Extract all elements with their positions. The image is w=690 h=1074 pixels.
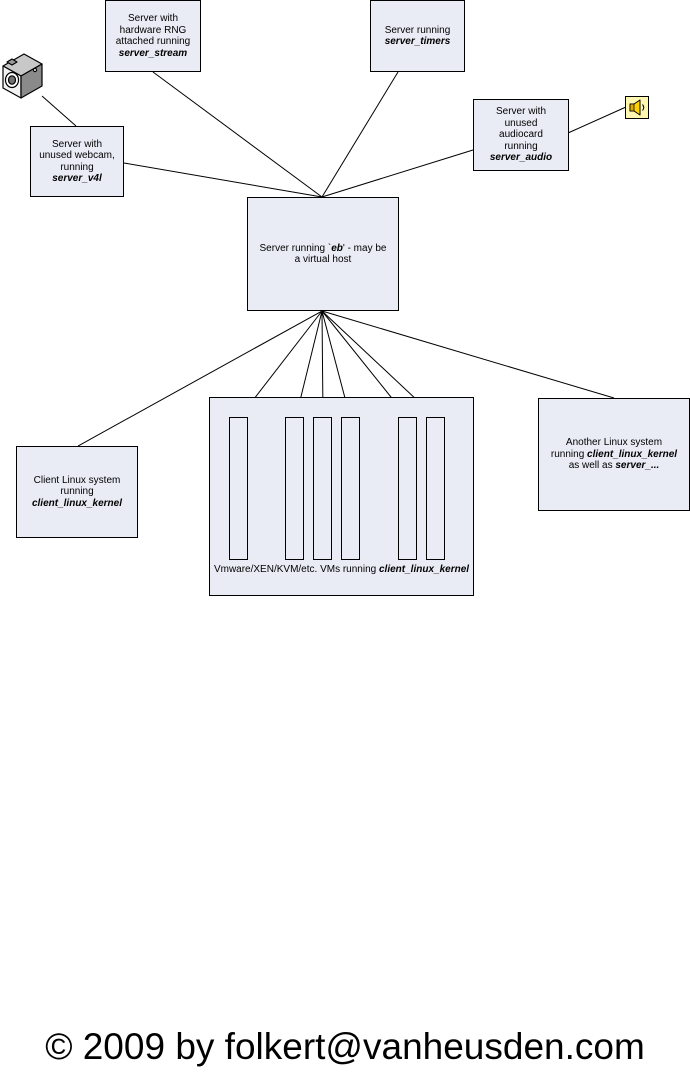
node-client-line2: running: [60, 486, 94, 498]
node-another-line2: running client_linux_kernel: [550, 448, 678, 460]
vm-caption: Vmware/XEN/KVM/etc. VMs running client_l…: [210, 564, 473, 576]
node-client-line1: Client Linux system: [33, 474, 121, 486]
node-rng-line3: attached running: [115, 36, 191, 47]
node-eb-line1: Server running `eb' - may be: [259, 242, 387, 254]
vm-caption-line1: Vmware/XEN/KVM/etc. VMs running: [213, 564, 377, 575]
node-another-line3: as well as server_...: [568, 460, 660, 472]
node-audio-line3: audiocard: [499, 129, 543, 141]
vm-slot-4: [341, 417, 360, 560]
node-timers-server: Server running server_timers: [370, 0, 465, 72]
node-rng-server: Server with hardware RNG attached runnin…: [105, 0, 201, 72]
webcam-icon: [2, 53, 43, 99]
link-webcam-icon: [41, 95, 77, 127]
node-client-role: client_linux_kernel: [31, 497, 123, 509]
node-eb-server: Server running `eb' - may be a virtual h…: [247, 197, 399, 311]
node-webcam-line1: Server with: [51, 138, 102, 150]
node-another-linux: Another Linux system running client_linu…: [538, 398, 690, 511]
link-client: [77, 310, 323, 447]
node-audio-line1: Server with: [495, 106, 546, 118]
vm-slot-3: [313, 417, 332, 560]
node-audio-line4: running: [504, 140, 538, 152]
vm-slot-5: [398, 417, 417, 560]
link-audio: [321, 149, 474, 198]
node-another-role1: client_linux_kernel: [587, 448, 678, 460]
node-another-line1: Another Linux system: [565, 437, 663, 449]
node-eb-name: eb: [331, 242, 343, 254]
node-another-role2: server_...: [615, 460, 660, 472]
node-audio-role: server_audio: [489, 152, 553, 164]
link-rng: [152, 71, 323, 198]
node-rng-line2: hardware RNG: [119, 24, 187, 36]
node-audio-line2: unused: [504, 117, 538, 129]
node-webcam-line3: running: [60, 161, 94, 173]
link-timers: [321, 71, 399, 198]
vm-caption-role: client_linux_kernel: [379, 564, 470, 575]
node-client-linux: Client Linux system running client_linux…: [16, 446, 138, 538]
node-audio-server: Server with unused audiocard running ser…: [473, 99, 569, 171]
node-eb-line2: a virtual host: [294, 254, 352, 265]
node-webcam-server: Server with unused webcam, running serve…: [30, 126, 124, 197]
node-timers-line1: Server running: [384, 24, 451, 36]
copyright-footer: © 2009 by folkert@vanheusden.com: [45, 1026, 645, 1067]
vm-slot-1: [229, 417, 248, 560]
link-webcam: [123, 162, 323, 198]
vm-slot-6: [426, 417, 445, 560]
node-rng-line1: Server with: [127, 13, 178, 24]
link-another: [321, 310, 615, 399]
link-speaker-icon: [567, 106, 627, 134]
node-rng-role: server_stream: [118, 47, 188, 59]
node-timers-role: server_timers: [384, 36, 451, 47]
node-webcam-line2: unused webcam,: [39, 150, 115, 161]
node-webcam-role: server_v4l: [52, 173, 102, 184]
vm-slot-2: [285, 417, 304, 560]
speaker-icon: [625, 96, 649, 119]
